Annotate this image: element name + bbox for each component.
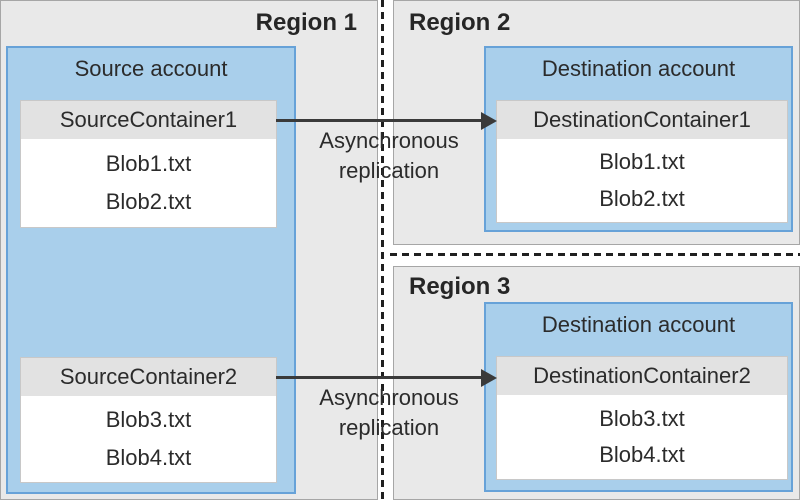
destination-container-2-blobs: Blob3.txt Blob4.txt xyxy=(497,395,787,479)
destination-container-1: DestinationContainer1 Blob1.txt Blob2.tx… xyxy=(496,100,788,223)
replication-arrow-2-label: Asynchronous replication xyxy=(319,385,459,440)
source-container-2-blobs: Blob3.txt Blob4.txt xyxy=(21,396,276,482)
blob-item: Blob2.txt xyxy=(105,189,192,214)
replication-arrow-2-head-icon xyxy=(481,369,497,387)
blob-item: Blob3.txt xyxy=(599,405,685,431)
source-container-1-blobs: Blob1.txt Blob2.txt xyxy=(21,139,276,227)
destination-container-1-title: DestinationContainer1 xyxy=(497,101,787,139)
replication-arrow-1 xyxy=(276,119,482,122)
destination-account-label-region2: Destination account xyxy=(541,56,736,81)
source-account-label: Source account xyxy=(74,56,228,81)
blob-item: Blob3.txt xyxy=(105,407,192,433)
horizontal-region-separator xyxy=(390,253,800,256)
region-1-title: Region 1 xyxy=(255,9,357,36)
replication-arrow-1-head-icon xyxy=(481,112,497,130)
blob-item: Blob4.txt xyxy=(105,444,192,470)
replication-arrow-2 xyxy=(276,376,482,379)
source-container-2: SourceContainer2 Blob3.txt Blob4.txt xyxy=(20,357,277,483)
blob-item: Blob2.txt xyxy=(599,185,685,211)
replication-arrow-1-label: Asynchronous replication xyxy=(319,128,459,183)
region-2-title: Region 2 xyxy=(409,9,511,36)
source-container-2-title: SourceContainer2 xyxy=(21,358,276,396)
destination-account-label-region3: Destination account xyxy=(541,312,736,337)
destination-container-2-title: DestinationContainer2 xyxy=(497,357,787,395)
region-3-title: Region 3 xyxy=(409,273,511,300)
source-container-1: SourceContainer1 Blob1.txt Blob2.txt xyxy=(20,100,277,228)
blob-item: Blob1.txt xyxy=(105,151,192,176)
source-container-1-title: SourceContainer1 xyxy=(21,101,276,139)
blob-item: Blob4.txt xyxy=(599,442,685,468)
vertical-region-separator xyxy=(381,0,384,500)
destination-container-2: DestinationContainer2 Blob3.txt Blob4.tx… xyxy=(496,356,788,480)
destination-container-1-blobs: Blob1.txt Blob2.txt xyxy=(497,139,787,222)
blob-item: Blob1.txt xyxy=(599,149,685,175)
